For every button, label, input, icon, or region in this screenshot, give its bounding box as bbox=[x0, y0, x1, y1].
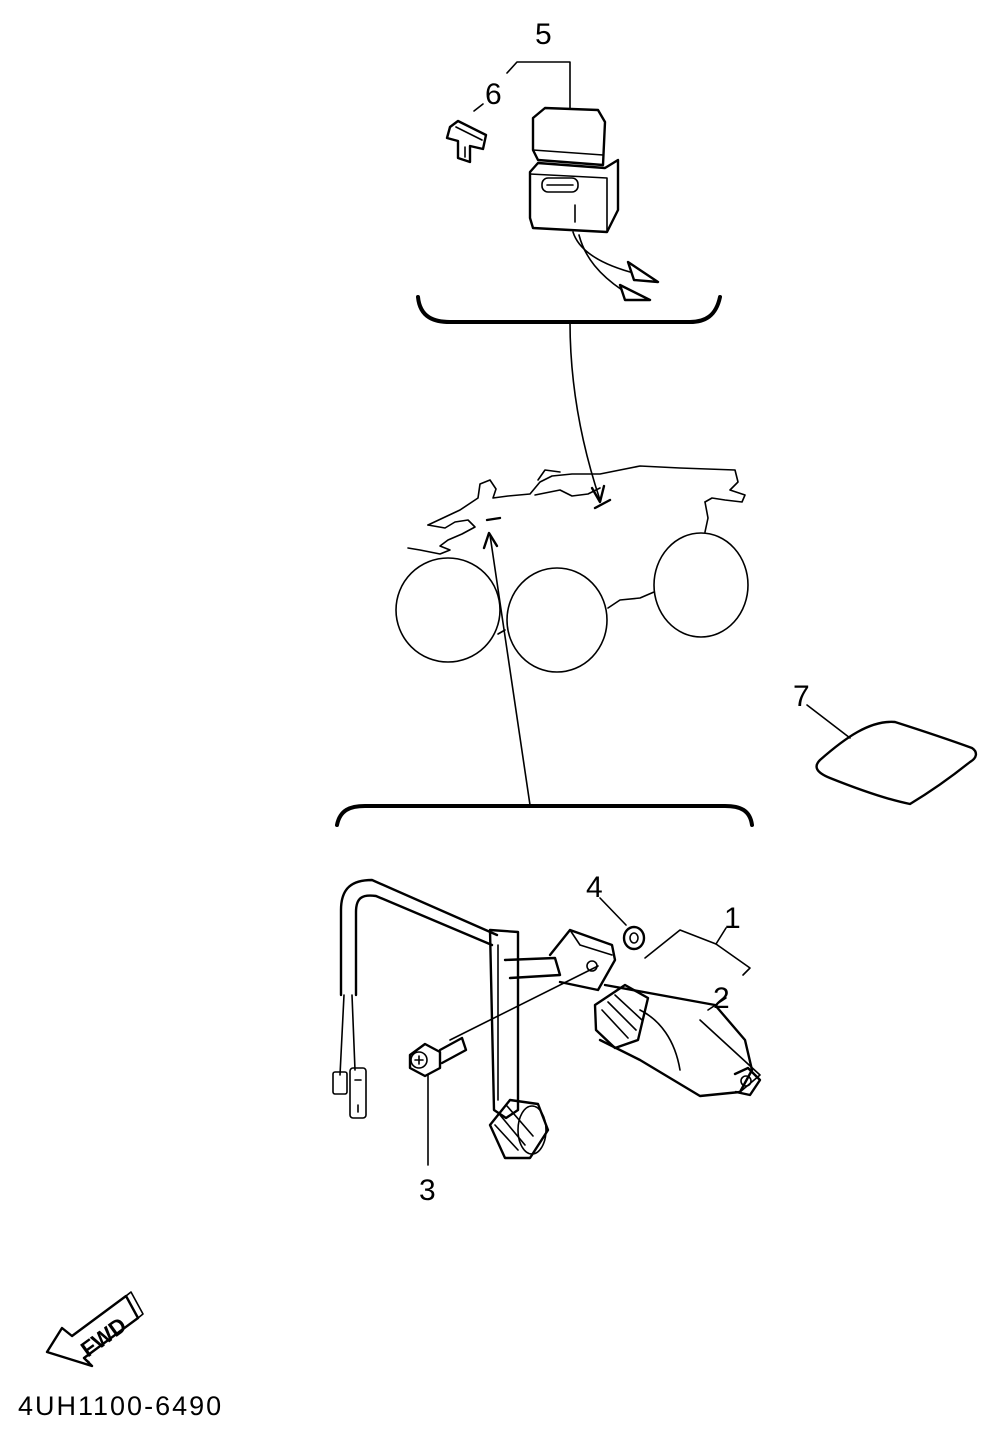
upper-leader-arrow bbox=[590, 484, 606, 504]
fwd-label: FWD bbox=[76, 1312, 131, 1362]
vehicle-outline bbox=[395, 465, 749, 673]
drawing-code: 4UH1100-6490 bbox=[18, 1391, 223, 1421]
callout-number: 4 bbox=[586, 871, 603, 904]
screw bbox=[408, 1036, 468, 1078]
label-plate bbox=[815, 720, 978, 806]
fuse bbox=[445, 103, 488, 164]
callout-number: 2 bbox=[713, 982, 730, 1015]
upper-leader bbox=[569, 321, 601, 501]
callout-number: 5 bbox=[535, 18, 552, 51]
upper-group-brace bbox=[416, 295, 722, 324]
washer bbox=[622, 925, 646, 951]
cable-assembly bbox=[332, 878, 762, 1160]
lower-leader bbox=[489, 534, 531, 806]
fwd-arrow-icon: FWD bbox=[45, 1291, 144, 1368]
lower-group-brace bbox=[335, 804, 754, 827]
callout-number: 1 bbox=[724, 902, 741, 935]
relay-assembly bbox=[506, 61, 660, 302]
callout-number: 6 bbox=[485, 78, 502, 111]
lower-leader-arrow bbox=[482, 531, 499, 550]
callout-number: 7 bbox=[793, 680, 810, 713]
callout-number: 3 bbox=[419, 1174, 436, 1207]
